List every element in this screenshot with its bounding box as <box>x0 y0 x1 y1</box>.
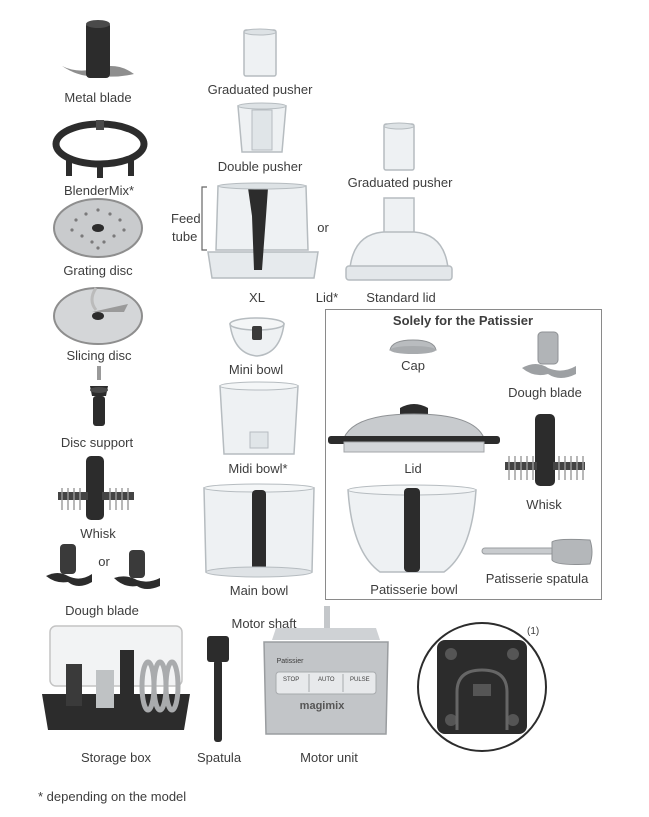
mini-bowl-label: Mini bowl <box>228 362 284 377</box>
dough-blade-left-a-figure <box>44 542 94 592</box>
lid-label: Lid* <box>315 290 339 305</box>
motor-button-auto[interactable]: AUTO <box>318 677 335 683</box>
blendermix-label: BlenderMix* <box>63 183 135 198</box>
whisk-left-figure <box>56 454 136 524</box>
dough-blade-left-label: Dough blade <box>65 603 139 618</box>
whisk-left-label: Whisk <box>80 526 116 541</box>
standard-lid-label: Standard lid <box>366 290 436 305</box>
mini-bowl-figure <box>226 314 288 360</box>
patissier-whisk-figure <box>503 412 587 492</box>
footnote: * depending on the model <box>38 789 187 804</box>
storage-box-figure <box>36 624 196 740</box>
or-dough-label: or <box>98 554 110 569</box>
feed-tube-bracket <box>200 186 208 252</box>
patisserie-spatula-label: Patisserie spatula <box>485 571 589 586</box>
motor-brand-logo: magimix <box>299 700 345 712</box>
patissier-whisk-label: Whisk <box>526 497 562 512</box>
motor-underside-figure <box>415 620 549 754</box>
main-bowl-figure <box>202 482 316 580</box>
patissier-lid-figure <box>324 398 504 456</box>
patissier-box <box>325 309 602 600</box>
spatula-label: Spatula <box>196 750 242 765</box>
metal-blade-figure <box>58 16 138 88</box>
motor-shaft-label: Motor shaft <box>231 616 297 631</box>
midi-bowl-label: Midi bowl* <box>228 461 288 476</box>
patissier-dough-blade-label: Dough blade <box>508 385 582 400</box>
standard-lid-figure <box>344 196 454 286</box>
graduated-pusher-top-figure <box>242 28 278 80</box>
storage-box-label: Storage box <box>80 750 152 765</box>
slicing-disc-figure <box>52 282 144 346</box>
footnote-ref-label: (1) <box>527 626 540 637</box>
double-pusher-label: Double pusher <box>217 159 303 174</box>
xl-lid-figure <box>206 180 320 284</box>
patisserie-bowl-label: Patisserie bowl <box>370 582 458 597</box>
grating-disc-figure <box>52 196 144 260</box>
patissier-dough-blade-figure <box>520 330 578 384</box>
motor-button-stop[interactable]: STOP <box>283 677 300 683</box>
motor-unit-label: Motor unit <box>300 750 358 765</box>
slicing-disc-label: Slicing disc <box>66 348 132 363</box>
main-bowl-label: Main bowl <box>229 583 289 598</box>
blendermix-figure <box>52 118 148 180</box>
graduated-pusher-right-figure <box>382 122 416 174</box>
feed-tube-label-line1: Feed <box>171 211 201 226</box>
motor-model-text: Patissier <box>276 658 304 665</box>
motor-unit-figure <box>254 606 394 746</box>
spatula-figure <box>205 634 231 744</box>
graduated-pusher-right-label: Graduated pusher <box>347 175 453 190</box>
double-pusher-figure <box>232 102 292 156</box>
disc-support-label: Disc support <box>60 435 134 450</box>
xl-label: XL <box>249 290 265 305</box>
grating-disc-label: Grating disc <box>63 263 133 278</box>
graduated-pusher-top-label: Graduated pusher <box>207 82 313 97</box>
cap-figure <box>386 336 440 356</box>
feed-tube-label-line2: tube <box>172 229 198 244</box>
disc-support-figure <box>84 366 114 432</box>
or-lid-label: or <box>317 220 329 235</box>
cap-label: Cap <box>401 358 425 373</box>
metal-blade-label: Metal blade <box>64 90 132 105</box>
patissier-lid-label: Lid <box>404 461 422 476</box>
motor-button-pulse[interactable]: PULSE <box>350 677 370 683</box>
dough-blade-left-b-figure <box>112 548 162 594</box>
midi-bowl-figure <box>216 380 302 458</box>
patissier-title: Solely for the Patissier <box>392 313 534 328</box>
patisserie-bowl-figure <box>344 482 480 580</box>
patisserie-spatula-figure <box>480 536 596 570</box>
